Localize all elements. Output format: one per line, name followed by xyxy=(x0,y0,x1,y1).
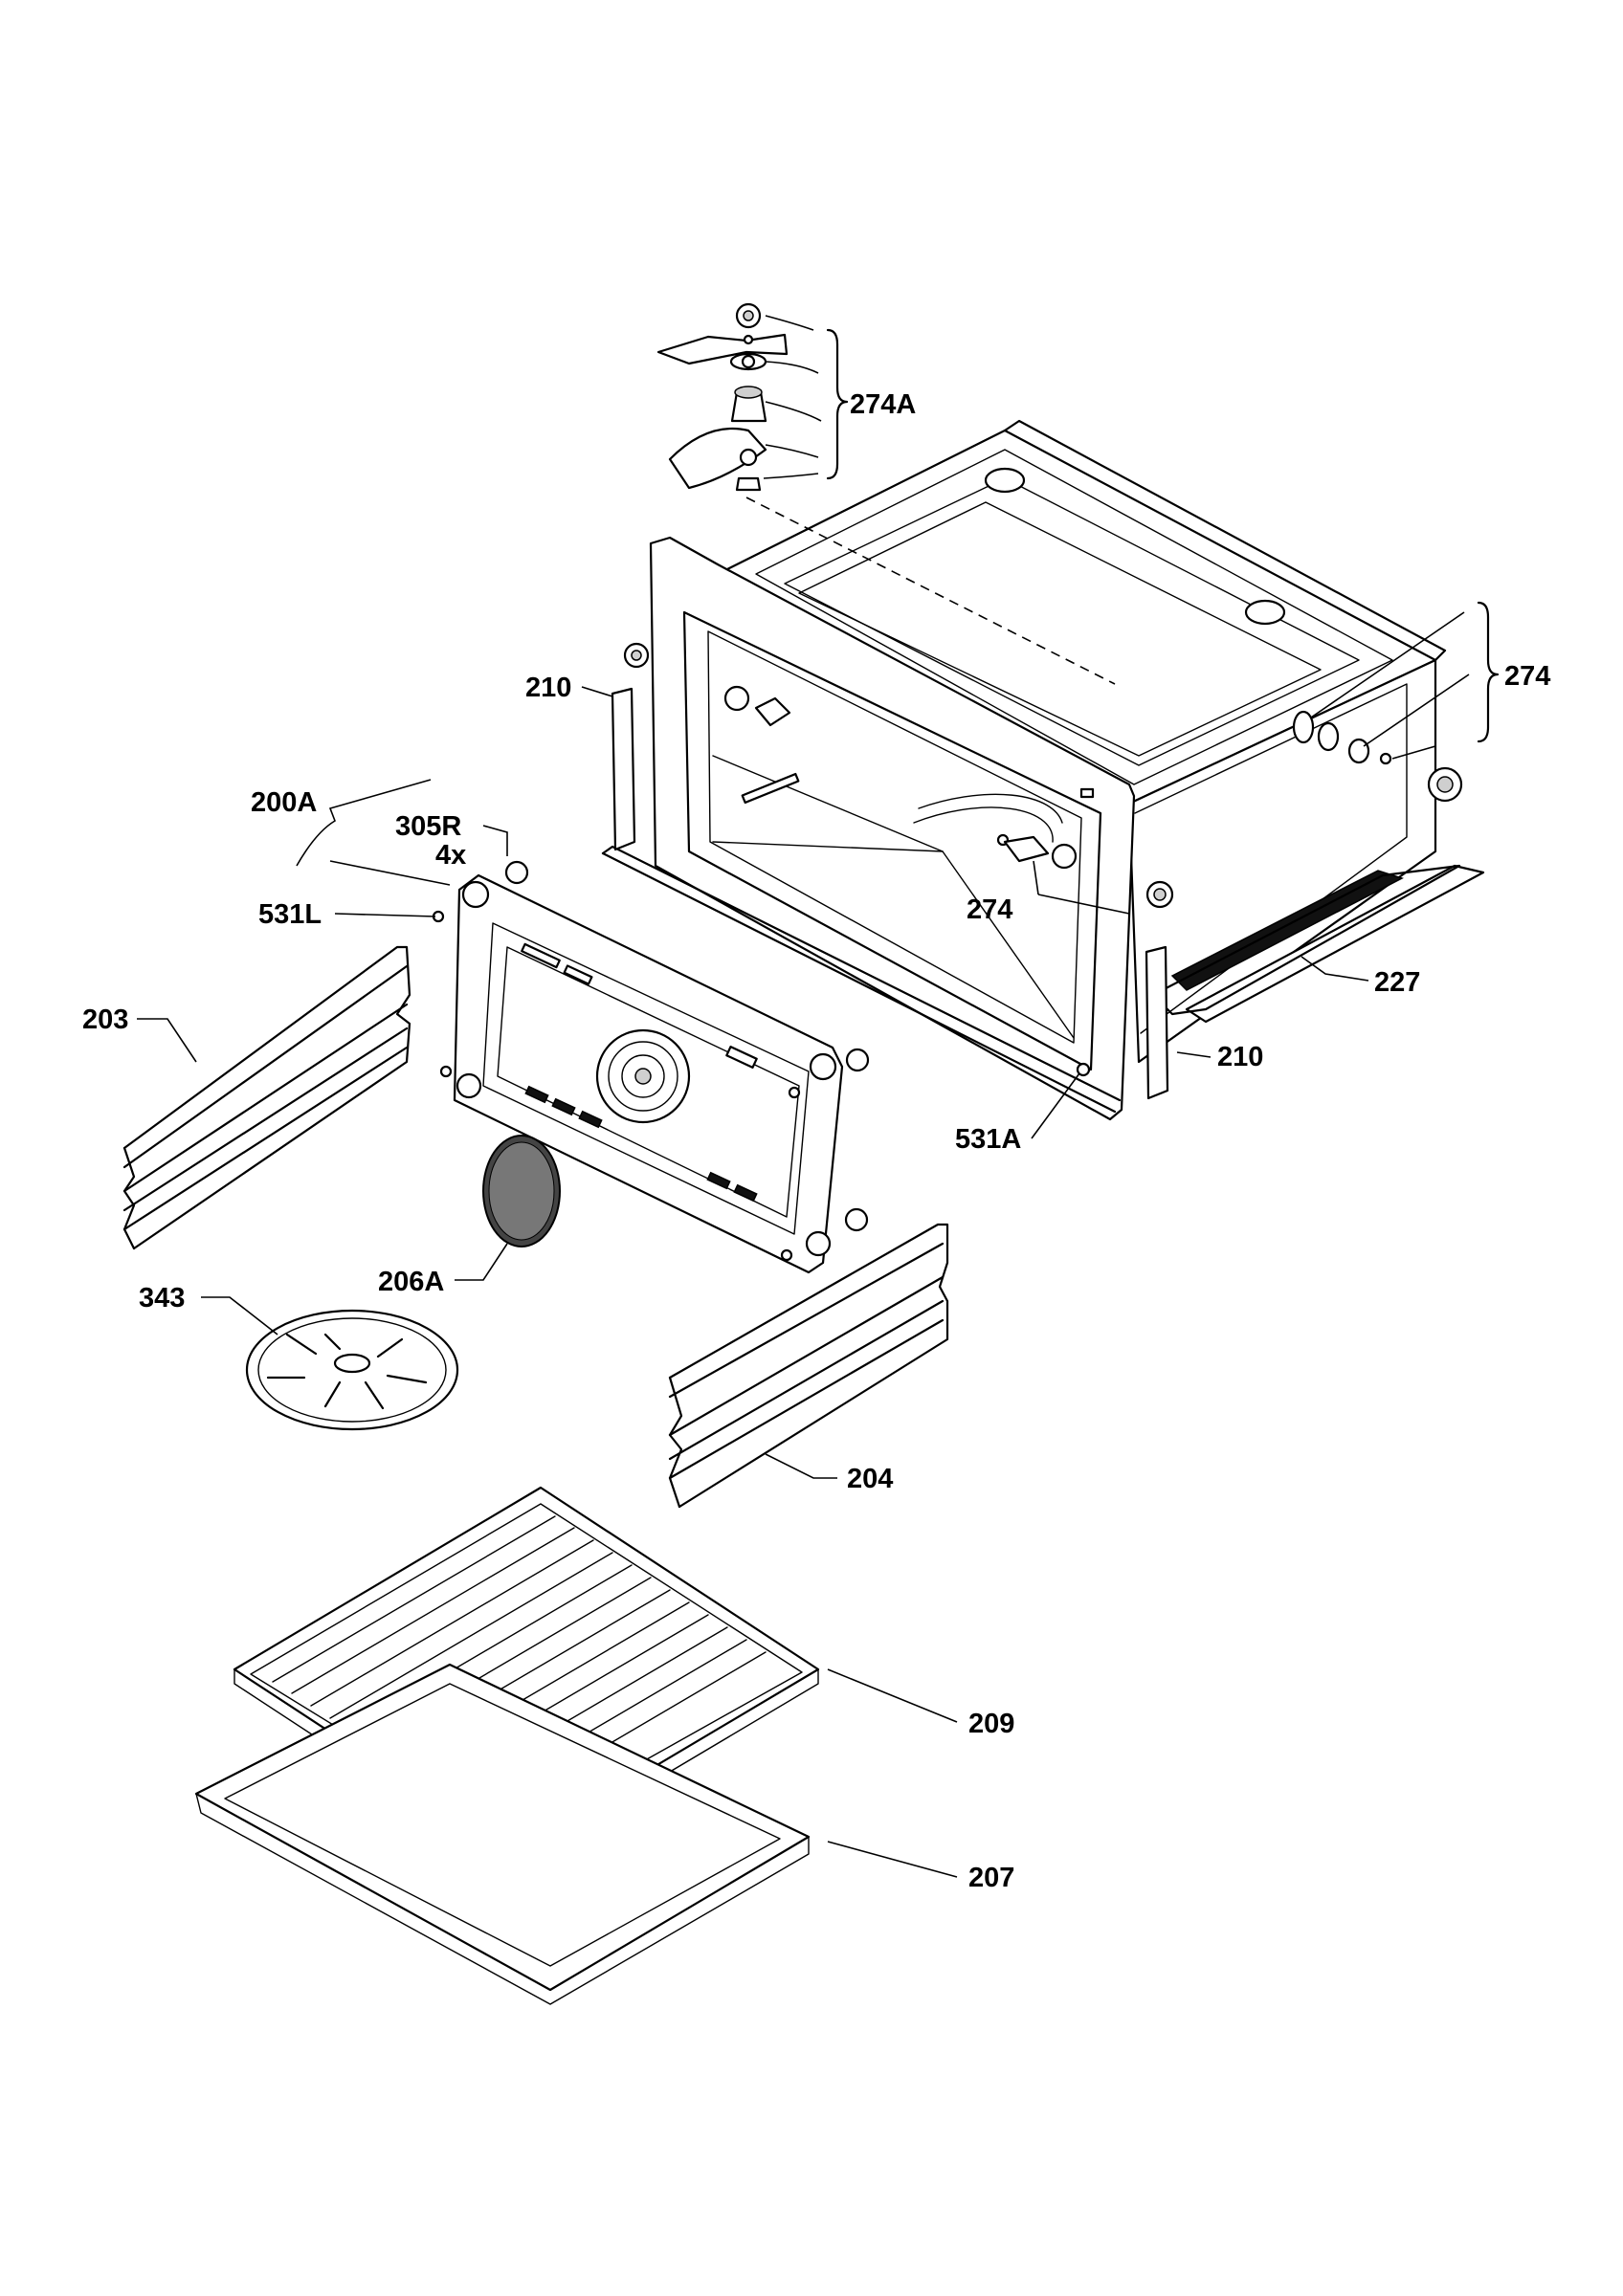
callout-209: 209 xyxy=(968,1709,1014,1739)
front-frame xyxy=(601,536,1169,1121)
baking-tray-207 xyxy=(194,1663,811,2005)
callout-274-inner: 274 xyxy=(967,894,1012,925)
callout-210-top: 210 xyxy=(525,673,571,703)
callout-labels: 274A 274 274 210 210 200A 305R 4x 531L 5… xyxy=(82,389,1550,1893)
callout-227: 227 xyxy=(1374,967,1420,998)
mesh-filter-206A xyxy=(482,1135,561,1247)
callout-4x: 4x xyxy=(435,840,466,871)
callout-210-bottom: 210 xyxy=(1217,1042,1263,1072)
callout-343: 343 xyxy=(139,1283,185,1314)
callout-274A: 274A xyxy=(850,389,916,420)
callout-204: 204 xyxy=(847,1464,893,1494)
callout-274-right: 274 xyxy=(1504,661,1550,692)
callout-305R: 305R xyxy=(395,811,461,842)
side-rack-203 xyxy=(122,945,411,1250)
callout-206A: 206A xyxy=(378,1267,444,1297)
fastener-assembly-274A xyxy=(656,302,849,492)
back-panel-200A xyxy=(296,779,870,1274)
fan-diffuser-343 xyxy=(245,1309,459,1431)
callout-531A: 531A xyxy=(955,1124,1021,1155)
leader-lines xyxy=(137,686,1369,1878)
callout-203: 203 xyxy=(82,1004,128,1035)
callout-207: 207 xyxy=(968,1863,1014,1893)
callout-531L: 531L xyxy=(258,899,322,930)
fastener-assembly-274-right xyxy=(1033,601,1500,915)
cavity-fasteners xyxy=(623,642,1463,1077)
callout-200A: 200A xyxy=(251,787,317,818)
side-rack-204 xyxy=(668,1223,949,1509)
